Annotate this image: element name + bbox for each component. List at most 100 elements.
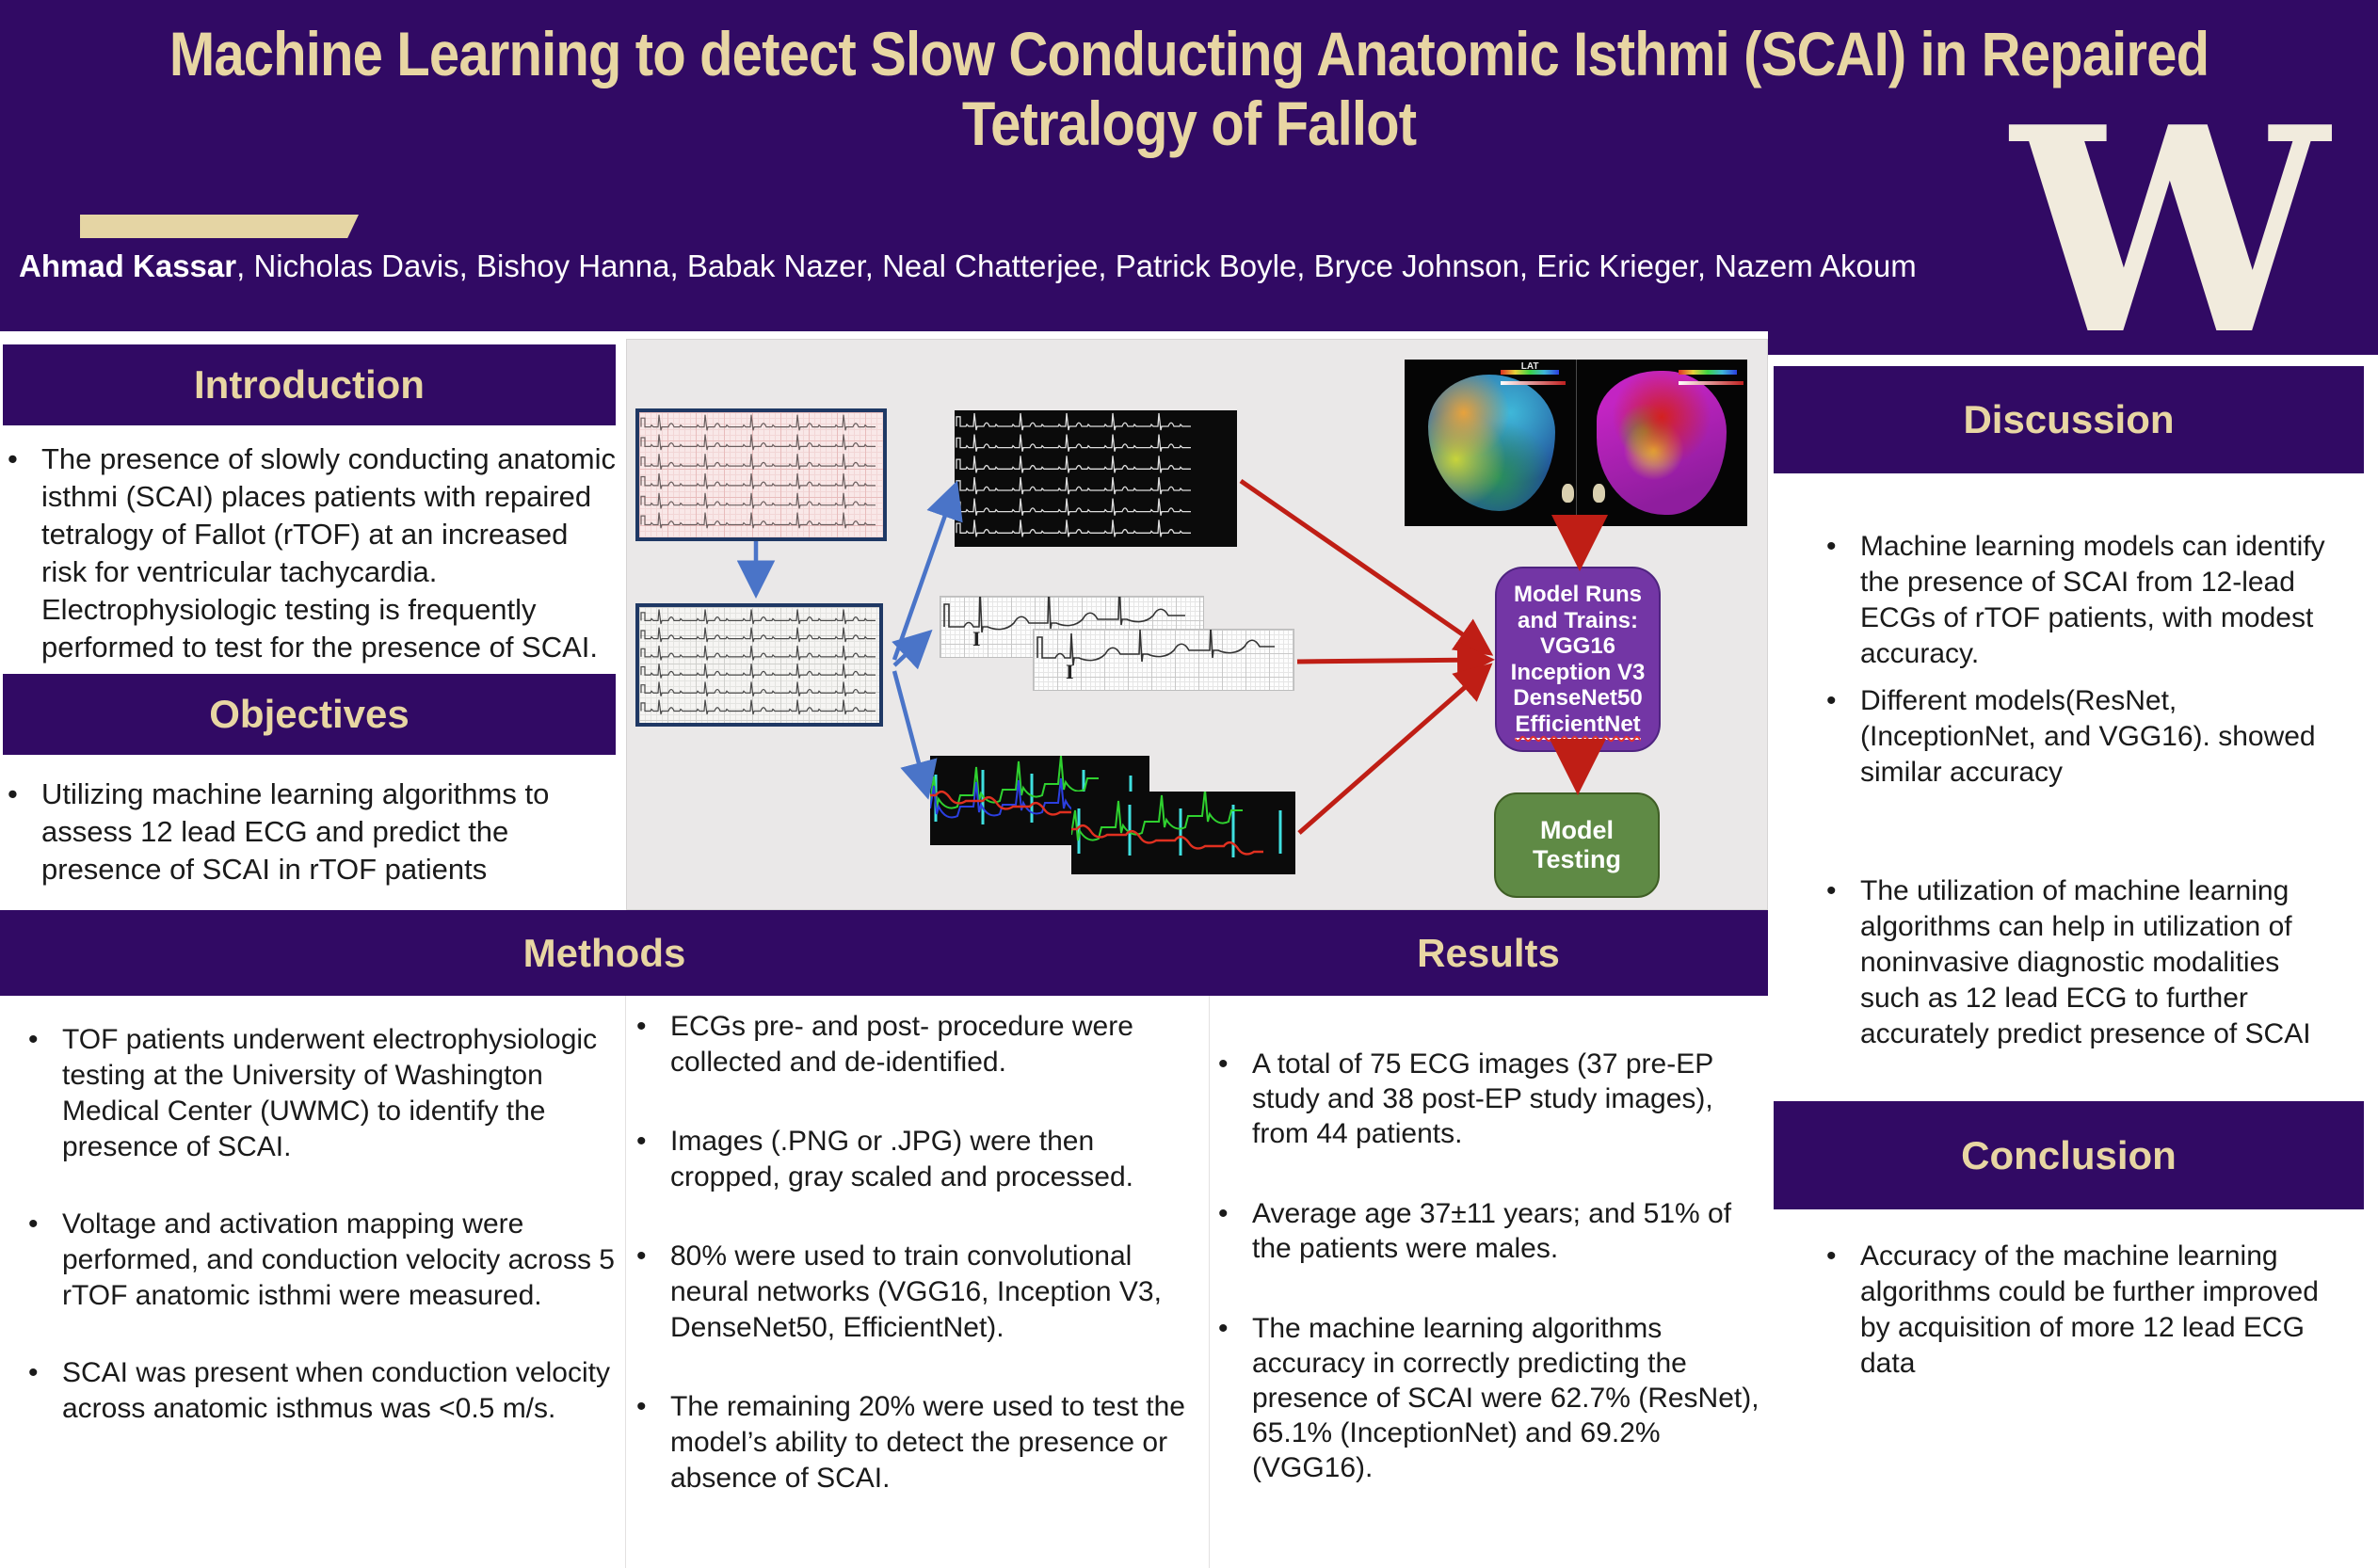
methods-column-1: TOF patients underwent electrophysiologi… (28, 1022, 621, 1468)
methods-bullet: TOF patients underwent electrophysiologi… (62, 1024, 598, 1162)
list-item: The remaining 20% were used to test the … (636, 1389, 1201, 1496)
bullet-dot (1218, 1047, 1252, 1151)
header-banner-extension (1768, 331, 2378, 355)
section-header-discussion: Discussion (1774, 366, 2364, 473)
model-box-line: VGG16 (1539, 633, 1616, 659)
bullet-dot (636, 1009, 670, 1080)
introduction-bullet: The presence of slowly conducting anatom… (41, 442, 616, 664)
results-column: A total of 75 ECG images (37 pre-EP stud… (1218, 1047, 1762, 1530)
arrow-color-to-model (1297, 663, 1493, 835)
list-item: Images (.PNG or .JPG) were then cropped,… (636, 1124, 1201, 1195)
bullet-dot (28, 1207, 62, 1314)
arrow-gray-to-color (892, 670, 938, 800)
model-box-line-efficientnet: EfficientNet (1515, 711, 1641, 740)
discussion-bullet: The utilization of machine learning algo… (1860, 875, 2311, 1049)
ecg-trace (943, 597, 1185, 633)
ecg-trace (1036, 630, 1275, 666)
voltage-map-heart (1596, 371, 1727, 515)
color-scale-right-2 (1679, 381, 1744, 385)
list-item: ECGs pre- and post- procedure were colle… (636, 1009, 1201, 1080)
map-panel-divider (1576, 360, 1577, 526)
list-item: Utilizing machine learning algorithms to… (8, 776, 616, 888)
methods-bullet: Images (.PNG or .JPG) were then cropped,… (670, 1126, 1133, 1192)
ecg-image-pink (635, 408, 887, 541)
uw-logo: W (2011, 65, 2329, 397)
body-position-icon (1593, 484, 1606, 504)
color-scale-right (1679, 369, 1738, 375)
section-header-objectives: Objectives (3, 674, 616, 755)
discussion-text: Machine learning models can identify the… (1826, 529, 2335, 1052)
discussion-bullet: Machine learning models can identify the… (1860, 531, 2325, 669)
methods-column-2: ECGs pre- and post- procedure were colle… (636, 1009, 1201, 1540)
objectives-text: Utilizing machine learning algorithms to… (8, 776, 616, 888)
conclusion-bullet: Accuracy of the machine learning algorit… (1860, 1240, 2319, 1379)
header-banner (0, 0, 2378, 331)
bullet-dot (1826, 529, 1860, 672)
model-testing-box: Model Testing (1494, 792, 1660, 898)
bullet-dot (636, 1124, 670, 1195)
column-divider (625, 996, 626, 1568)
bullet-dot (28, 1022, 62, 1165)
lead-label: I (972, 627, 981, 650)
lead-author: Ahmad Kassar (19, 248, 237, 283)
body-position-icon (1562, 484, 1575, 504)
ecg-trace (640, 414, 876, 529)
ecg-image-grayscale (635, 603, 883, 727)
voltage-map-image: LAT (1405, 360, 1747, 526)
results-bullet: A total of 75 ECG images (37 pre-EP stud… (1252, 1048, 1713, 1149)
list-item: Average age 37±11 years; and 51% of the … (1218, 1196, 1762, 1266)
coauthors: , Nicholas Davis, Bishoy Hanna, Babak Na… (236, 248, 1917, 283)
list-item: Accuracy of the machine learning algorit… (1826, 1239, 2335, 1382)
bullet-dot (28, 1355, 62, 1427)
ecg-trace (956, 412, 1191, 537)
list-item: Different models(ResNet, (InceptionNet, … (1826, 683, 2335, 791)
bullet-dot (636, 1389, 670, 1496)
bullet-dot (1218, 1311, 1252, 1485)
list-item: TOF patients underwent electrophysiologi… (28, 1022, 621, 1165)
methods-bullet: SCAI was present when conduction velocit… (62, 1357, 610, 1424)
bullet-dot (8, 776, 41, 888)
ecg-trace (1071, 792, 1282, 857)
ecg-trace (640, 609, 876, 715)
activation-map-heart (1428, 374, 1556, 512)
methods-bullet: 80% were used to train convolutional neu… (670, 1240, 1162, 1343)
results-bullet: Average age 37±11 years; and 51% of the … (1252, 1198, 1732, 1264)
color-scale-left (1500, 369, 1559, 375)
bullet-dot (636, 1239, 670, 1346)
poster-title-line2: Tetralogy of Fallot (961, 88, 1417, 158)
model-box-line: and Trains: (1517, 607, 1639, 633)
column-divider (1209, 996, 1210, 1568)
ecg-image-black (955, 410, 1237, 547)
workflow-figure: I I (626, 339, 1768, 910)
list-item: SCAI was present when conduction velocit… (28, 1355, 621, 1427)
section-header-methods: Methods (522, 931, 686, 975)
model-box-line: DenseNet50 (1513, 685, 1643, 711)
discussion-bullet: Different models(ResNet, (InceptionNet, … (1860, 685, 2316, 788)
model-box-line: Inception V3 (1510, 659, 1646, 685)
ecg-image-color-2 (1071, 792, 1295, 874)
methods-bullet: Voltage and activation mapping were perf… (62, 1208, 615, 1311)
methods-bullet: ECGs pre- and post- procedure were colle… (670, 1011, 1133, 1078)
introduction-text: The presence of slowly conducting anatom… (8, 440, 616, 666)
poster-title-line1: Machine Learning to detect Slow Conducti… (169, 19, 2209, 88)
bullet-dot (1826, 1239, 1860, 1382)
authors-line: Ahmad Kassar, Nicholas Davis, Bishoy Han… (19, 247, 1977, 286)
arrow-strip-to-model (1296, 641, 1495, 680)
methods-bullet: The remaining 20% were used to test the … (670, 1391, 1185, 1494)
tan-accent-bar (80, 215, 359, 238)
list-item: Voltage and activation mapping were perf… (28, 1207, 621, 1314)
section-header-conclusion: Conclusion (1774, 1101, 2364, 1209)
lead-label: I (1066, 660, 1074, 683)
results-bullet: The machine learning algorithms accuracy… (1252, 1313, 1759, 1483)
section-header-introduction: Introduction (3, 344, 616, 425)
conclusion-text: Accuracy of the machine learning algorit… (1826, 1239, 2335, 1382)
list-item: The machine learning algorithms accuracy… (1218, 1311, 1762, 1485)
bullet-dot (8, 440, 41, 666)
arrow-gray-to-strip (892, 629, 933, 670)
methods-results-band: Methods Results (0, 910, 1768, 996)
bullet-dot (1826, 873, 1860, 1052)
ecg-strip-b: I (1034, 630, 1293, 690)
model-train-box: Model Runs and Trains: VGG16 Inception V… (1495, 567, 1661, 752)
objectives-bullet: Utilizing machine learning algorithms to… (41, 777, 550, 886)
